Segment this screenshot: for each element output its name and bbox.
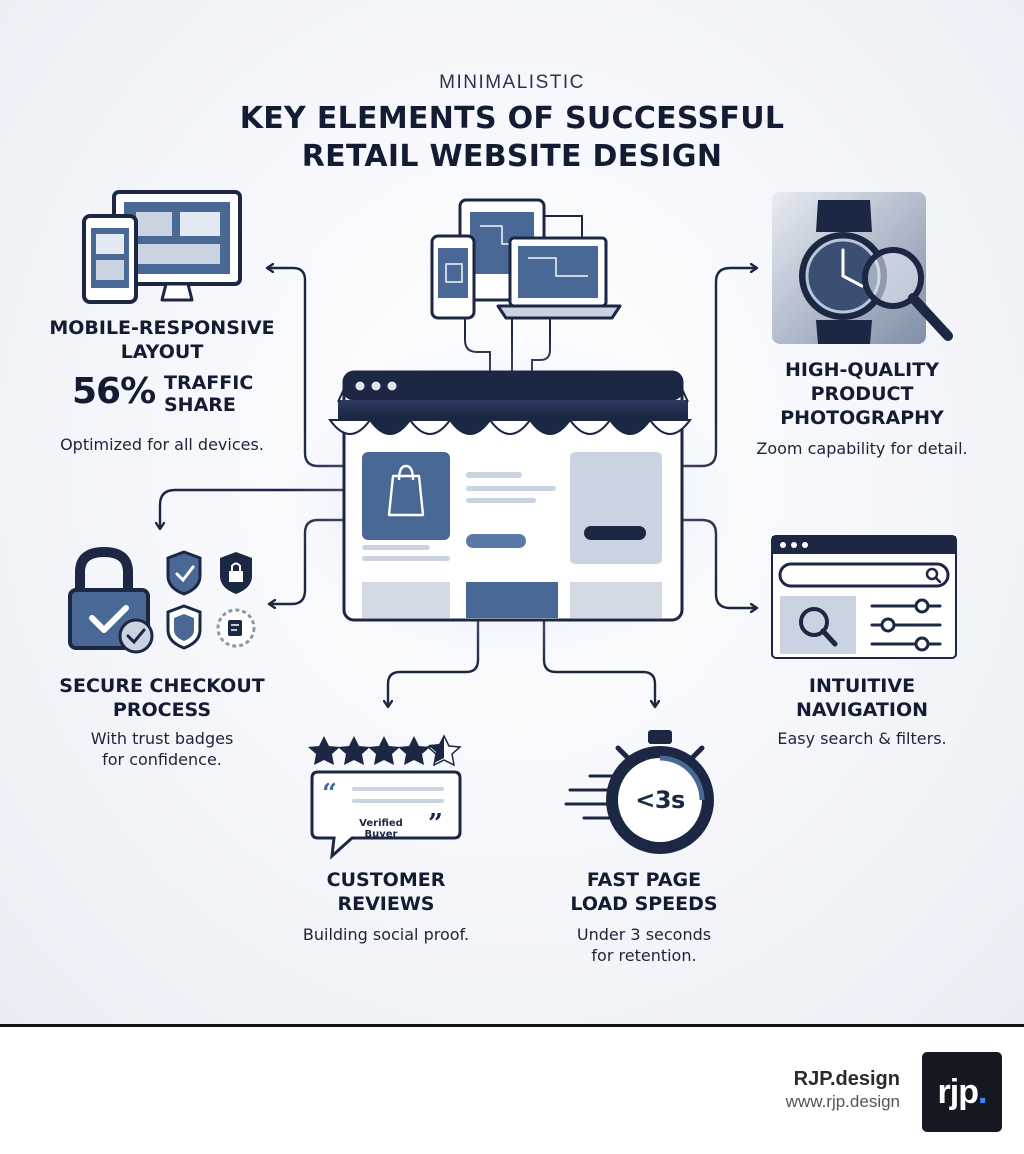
- eyebrow-label: MINIMALISTIC: [439, 72, 585, 93]
- verified-buyer-badge: Verified Buyer: [359, 818, 403, 840]
- devices-icon: [82, 190, 242, 304]
- traffic-share-label: TRAFFIC SHARE: [164, 372, 253, 416]
- timer-label: <3s: [635, 786, 685, 814]
- navigation-heading: INTUITIVE NAVIGATION: [740, 674, 984, 722]
- checkout-heading-line-1: SECURE CHECKOUT: [59, 675, 265, 697]
- page-speed-heading: FAST PAGE LOAD SPEEDS: [524, 868, 764, 916]
- logo-text: rjp: [937, 1073, 979, 1111]
- secure-checkout-description: With trust badges for confidence.: [40, 728, 284, 770]
- speed-description-line-2: for retention.: [591, 946, 697, 965]
- logo-dot: .: [978, 1073, 988, 1111]
- secure-checkout-heading: SECURE CHECKOUT PROCESS: [40, 674, 284, 722]
- rating-stars: [308, 734, 462, 767]
- photography-description: Zoom capability for detail.: [756, 439, 968, 458]
- infographic-canvas: “ ” MINIMALISTIC KEY ELEMENTS OF SUCCESS…: [0, 0, 1024, 1024]
- padlock-shield-icon: [68, 546, 256, 654]
- speed-heading-line-1: FAST PAGE: [586, 869, 702, 891]
- traffic-label-line-2: SHARE: [164, 394, 236, 416]
- brand-logo[interactable]: rjp.: [922, 1052, 1002, 1132]
- navigation-description: Easy search & filters.: [777, 729, 947, 748]
- brand-name: RJP.design: [793, 1068, 900, 1090]
- device-cluster-illustration: [430, 198, 622, 320]
- speed-heading-line-2: LOAD SPEEDS: [570, 893, 718, 915]
- reviews-heading-line-1: CUSTOMER: [326, 869, 446, 891]
- traffic-label-line-1: TRAFFIC: [164, 372, 254, 394]
- navigation-heading-line-2: NAVIGATION: [796, 699, 928, 721]
- speed-description-line-1: Under 3 seconds: [576, 925, 712, 944]
- page-title: KEY ELEMENTS OF SUCCESSFUL RETAIL WEBSIT…: [0, 100, 1024, 176]
- mobile-responsive-description: Optimized for all devices.: [60, 435, 264, 454]
- review-bubble-icon: “ ”: [308, 734, 462, 860]
- checkout-description-line-1: With trust badges: [90, 729, 234, 748]
- watch-magnifier-icon: [772, 192, 953, 344]
- stopwatch-icon: [564, 730, 714, 854]
- customer-reviews-heading: CUSTOMER REVIEWS: [266, 868, 506, 916]
- svg-text:”: ”: [428, 809, 443, 839]
- navigation-heading-line-1: INTUITIVE: [808, 675, 916, 697]
- storefront-illustration: [282, 330, 742, 670]
- mobile-heading-line-2: LAYOUT: [120, 341, 204, 363]
- photography-heading: HIGH-QUALITY PRODUCT PHOTOGRAPHY: [740, 358, 984, 430]
- photography-heading-line-1: HIGH-QUALITY: [785, 359, 939, 381]
- page-speed-description: Under 3 seconds for retention.: [524, 924, 764, 966]
- footer-divider: [0, 1024, 1024, 1027]
- mobile-heading-line-1: MOBILE-RESPONSIVE: [49, 317, 275, 339]
- brand-url-link[interactable]: www.rjp.design: [785, 1092, 900, 1111]
- photography-heading-line-2: PRODUCT: [810, 383, 914, 405]
- mobile-responsive-heading: MOBILE-RESPONSIVE LAYOUT: [40, 316, 284, 364]
- title-line-2: RETAIL WEBSITE DESIGN: [301, 139, 723, 174]
- customer-reviews-description: Building social proof.: [302, 925, 470, 944]
- traffic-share-value: 56%: [72, 371, 156, 412]
- photography-heading-line-3: PHOTOGRAPHY: [780, 407, 944, 429]
- checkout-heading-line-2: PROCESS: [112, 699, 212, 721]
- infographic-artwork: “ ”: [68, 190, 957, 860]
- svg-text:“: “: [322, 779, 337, 809]
- search-filter-icon: [771, 535, 957, 659]
- checkout-description-line-2: for confidence.: [102, 750, 222, 769]
- reviews-heading-line-2: REVIEWS: [337, 893, 435, 915]
- title-line-1: KEY ELEMENTS OF SUCCESSFUL: [239, 101, 785, 136]
